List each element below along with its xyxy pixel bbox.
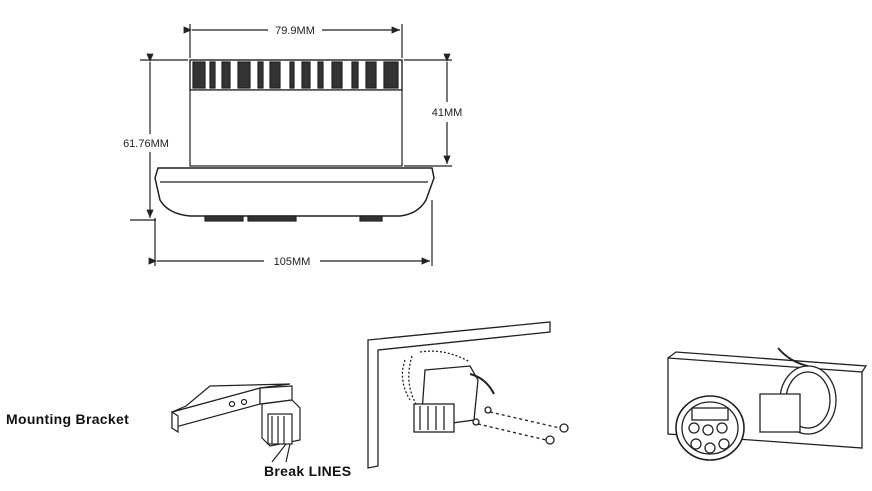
- mounting-bracket-drawing: [171, 383, 301, 463]
- dim-bezel-width: 105MM: [274, 256, 311, 268]
- dim-top-width: 79.9MM: [275, 25, 315, 37]
- housing-body: [189, 89, 403, 167]
- installation-step-2: [367, 321, 569, 469]
- bezel-flange: [154, 167, 435, 217]
- installation-step-3: [667, 347, 868, 461]
- label-break-lines: Break LINES: [264, 463, 351, 479]
- dim-total-height: 61.76MM: [123, 138, 169, 150]
- label-mounting-bracket: Mounting Bracket: [6, 411, 129, 427]
- side-view: [130, 24, 452, 266]
- knob-ribbed-top: [189, 59, 403, 91]
- dim-body-height: 41MM: [432, 107, 463, 119]
